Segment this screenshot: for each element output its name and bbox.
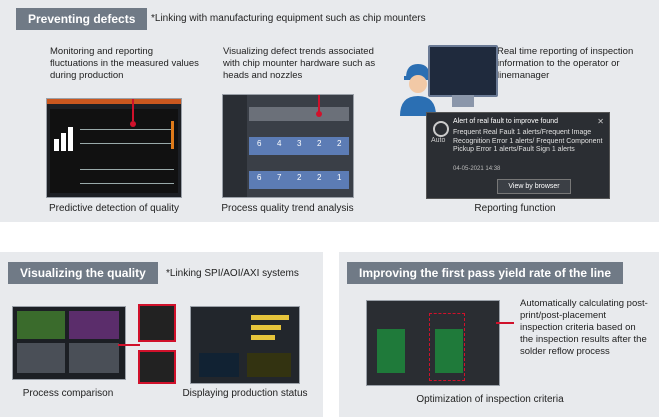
production-status-screenshot (190, 306, 300, 384)
trend-num: 1 (337, 173, 342, 182)
bar-white-2 (61, 133, 66, 151)
alert-timestamp: 04-05-2021 14:38 (453, 166, 501, 172)
trend-num: 2 (297, 173, 302, 182)
alert-body: Frequent Real Fault 1 alerts/Frequent Im… (453, 129, 603, 153)
bar-white-1 (54, 139, 59, 151)
highlight-dot (130, 121, 136, 127)
alert-notification: Auto Alert of real fault to improve foun… (426, 112, 610, 199)
zoom-inset-top (138, 304, 176, 342)
monitoring-description: Monitoring and reporting fluctuations in… (50, 46, 199, 81)
threshold-box (429, 313, 465, 381)
side-nav (223, 95, 247, 197)
trend-row-1 (249, 107, 349, 121)
reporting-description: Real time reporting of inspection inform… (497, 46, 634, 81)
trend-num: 2 (337, 139, 342, 148)
first-pass-yield-description: Automatically calculating post-print/pos… (520, 298, 648, 357)
trend-num: 7 (277, 173, 282, 182)
trend-num: 2 (317, 173, 322, 182)
highlight-dot (316, 111, 322, 117)
trend-num: 3 (297, 139, 302, 148)
reporting-caption: Reporting function (474, 203, 556, 214)
status-bar-yellow (251, 325, 281, 330)
grid-line (80, 169, 174, 170)
trend-num: 6 (257, 173, 262, 182)
status-bar-yellow (251, 315, 289, 320)
orange-marker (171, 121, 174, 149)
pointer-line (496, 322, 514, 324)
inspection-criteria-screenshot (366, 300, 500, 386)
auto-app-label: Auto (431, 137, 446, 144)
alert-title: Alert of real fault to improve found (453, 118, 559, 125)
predictive-detection-screenshot (46, 98, 182, 198)
zoom-inset-bottom (138, 350, 176, 384)
highlight-pointer (132, 99, 134, 121)
process-trend-caption: Process quality trend analysis (221, 203, 354, 214)
monitor-icon (428, 45, 498, 97)
preventing-defects-header: Preventing defects (16, 8, 148, 30)
view-by-browser-button[interactable]: View by browser (497, 179, 571, 194)
trend-row-3: 6 7 2 2 1 (249, 171, 349, 189)
pcb-view-3 (17, 343, 65, 373)
pcb-view-4 (69, 343, 119, 373)
visualizing-quality-note: *Linking SPI/AOI/AXI systems (166, 268, 299, 279)
trend-num: 6 (257, 139, 262, 148)
visualizing-quality-header: Visualizing the quality (8, 262, 158, 284)
pcb-view-2 (69, 311, 119, 339)
close-icon[interactable]: ✕ (597, 117, 604, 126)
production-status-caption: Displaying production status (182, 388, 308, 399)
process-comparison-screenshot (12, 306, 126, 380)
histogram-green-1 (377, 329, 405, 373)
grid-line (80, 183, 174, 184)
preventing-defects-note: *Linking with manufacturing equipment su… (151, 13, 426, 24)
pointer-line (118, 344, 140, 346)
highlight-pointer (318, 95, 320, 113)
process-trend-screenshot: 6 4 3 2 2 6 7 2 2 1 (222, 94, 354, 198)
predictive-detection-caption: Predictive detection of quality (48, 203, 180, 214)
process-comparison-caption: Process comparison (22, 388, 114, 399)
grid-line (80, 143, 174, 144)
status-histogram (247, 353, 291, 377)
first-pass-yield-header: Improving the first pass yield rate of t… (347, 262, 624, 284)
trend-num: 2 (317, 139, 322, 148)
title-bar (47, 99, 181, 104)
trend-num: 4 (277, 139, 282, 148)
status-bar-yellow (251, 335, 275, 340)
histogram-green-2 (435, 329, 463, 373)
bar-white-3 (68, 127, 73, 151)
auto-app-icon (433, 121, 449, 137)
optimization-caption: Optimization of inspection criteria (416, 394, 564, 405)
chart-area (50, 109, 178, 193)
trend-row-2: 6 4 3 2 2 (249, 137, 349, 155)
monitor-stand (452, 95, 474, 107)
grid-line (80, 129, 174, 130)
operator-icon (400, 64, 436, 116)
status-histogram (199, 353, 239, 377)
trend-description: Visualizing defect trends associated wit… (223, 46, 376, 81)
pcb-view-1 (17, 311, 65, 339)
